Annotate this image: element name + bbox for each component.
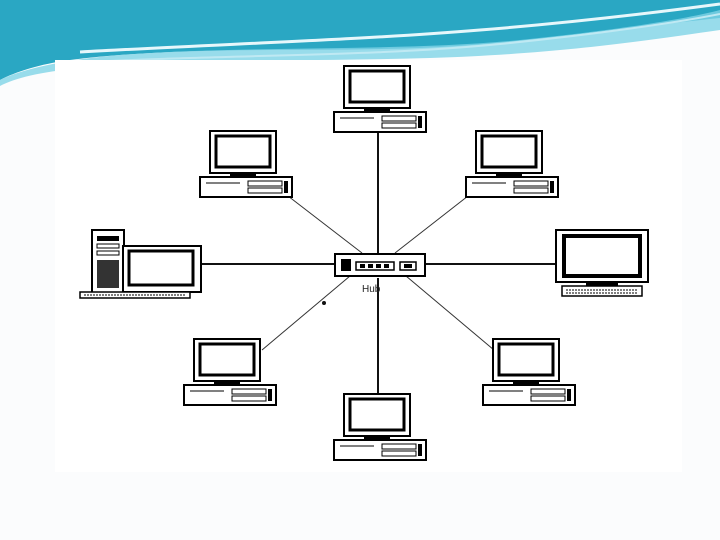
pc-right xyxy=(556,230,648,296)
pc-upper-right xyxy=(466,131,558,197)
desktop-computer-icon xyxy=(466,131,558,197)
desktop-computer-icon xyxy=(483,339,575,405)
pc-bottom xyxy=(334,394,426,460)
pc-left xyxy=(80,230,201,298)
pc-top xyxy=(334,66,426,132)
hub-label: Hub xyxy=(362,284,381,295)
desktop-computer-icon xyxy=(184,339,276,405)
link-lower-left xyxy=(262,276,350,350)
monitor-keyboard-icon xyxy=(556,230,648,296)
tower-workstation-icon xyxy=(80,230,201,298)
pc-lower-left xyxy=(184,339,276,405)
link-upper-right xyxy=(395,196,468,253)
pc-lower-right xyxy=(483,339,575,405)
desktop-computer-icon xyxy=(334,66,426,132)
link-lower-right xyxy=(406,276,494,350)
hub-icon xyxy=(335,254,425,276)
link-upper-left xyxy=(288,196,362,253)
desktop-computer-icon xyxy=(334,394,426,460)
pc-upper-left xyxy=(200,131,292,197)
link-junction-dot xyxy=(322,301,326,305)
desktop-computer-icon xyxy=(200,131,292,197)
